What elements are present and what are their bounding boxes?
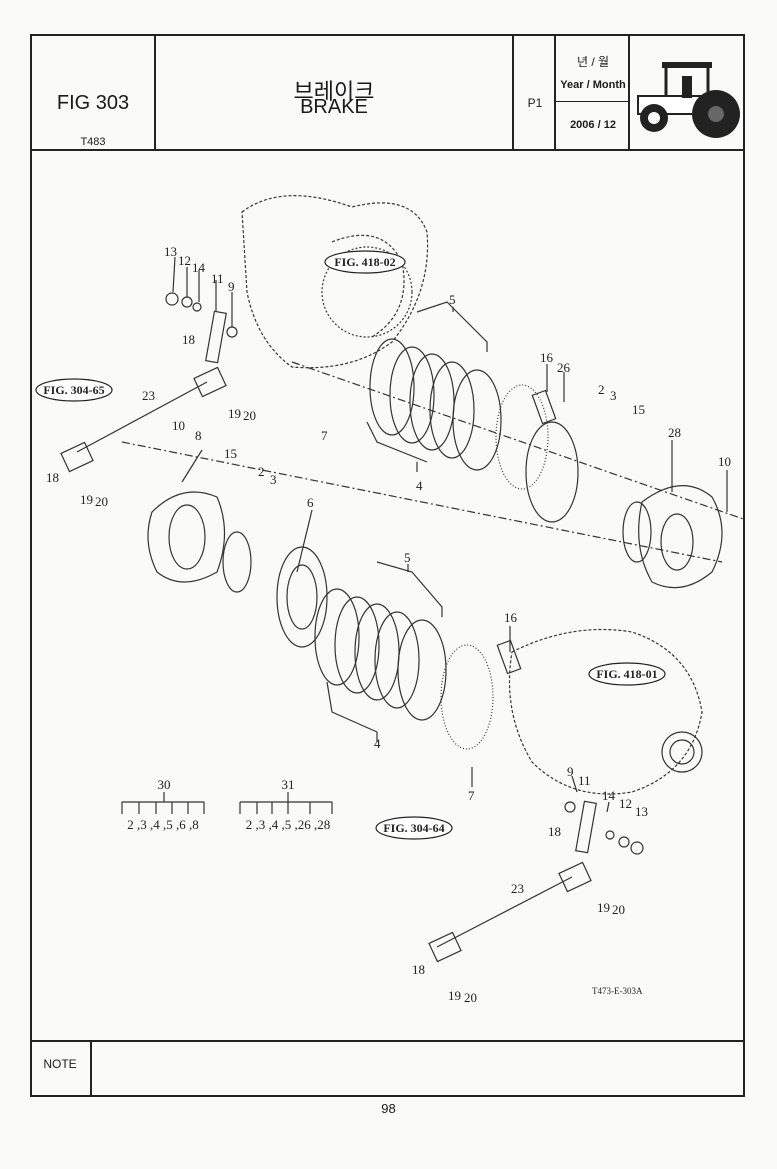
date-label-korean: 년 / 월 — [576, 55, 610, 69]
part-label: 4 — [416, 478, 423, 493]
fig-ref-418-01: FIG. 418-01 — [596, 667, 657, 681]
part-label: 20 — [464, 990, 477, 1005]
fig-cell — [30, 34, 156, 150]
part-label: 16 — [504, 610, 518, 625]
drawing-code: T473-E-303A — [592, 986, 643, 996]
part-label: 2 — [258, 464, 265, 479]
part-label: 18 — [46, 470, 59, 485]
part-label: 5 — [449, 292, 456, 307]
part-label: 12 — [619, 796, 632, 811]
part-label: 19 — [80, 492, 93, 507]
part-label: 10 — [718, 454, 731, 469]
part-label: 16 — [540, 350, 554, 365]
part-label: 11 — [578, 773, 591, 788]
date-separator — [556, 101, 630, 102]
part-label: 18 — [182, 332, 195, 347]
part-label: 13 — [635, 804, 648, 819]
fig-ref-304-65: FIG. 304-65 — [43, 383, 104, 397]
part-label: 14 — [192, 260, 206, 275]
part-label: 19 — [448, 988, 461, 1003]
figure-code: T483 — [80, 136, 106, 148]
part-label: 23 — [142, 388, 155, 403]
part-label: 7 — [321, 428, 328, 443]
group-number: 30 — [158, 777, 171, 792]
part-label: 20 — [95, 494, 108, 509]
part-label: 12 — [178, 253, 191, 268]
title-cell — [156, 34, 514, 150]
part-label: 14 — [602, 788, 616, 803]
note-cell-divider — [90, 1040, 92, 1097]
part-label: 15 — [224, 446, 237, 461]
note-label: NOTE — [43, 1057, 77, 1071]
part-label: 7 — [468, 788, 475, 803]
part-label: 2 — [598, 382, 605, 397]
part-label: 9 — [228, 279, 235, 294]
part-label: 19 — [228, 406, 241, 421]
page-number: 98 — [381, 1101, 396, 1116]
page-cell — [514, 34, 556, 150]
page-id: P1 — [527, 96, 543, 110]
part-label: 9 — [567, 764, 574, 779]
part-label: 11 — [211, 271, 224, 286]
part-label: 8 — [195, 428, 202, 443]
brake-exploded-diagram: FIG. 418-02 FIG. 304-65 FIG. 418-01 FIG.… — [35, 195, 744, 1005]
group-number: 31 — [282, 777, 295, 792]
date-cell — [556, 34, 630, 150]
part-label: 18 — [412, 962, 425, 977]
part-label: 23 — [511, 881, 524, 896]
part-label: 5 — [404, 550, 411, 565]
part-label: 28 — [668, 425, 681, 440]
title-english: BRAKE — [300, 96, 368, 118]
part-label: 10 — [172, 418, 185, 433]
part-label: 20 — [612, 902, 625, 917]
part-label: 18 — [548, 824, 561, 839]
tractor-icon — [637, 62, 740, 138]
part-label: 15 — [632, 402, 645, 417]
part-label: 26 — [557, 360, 571, 375]
group-parts: 2 ,3 ,4 ,5 ,6 ,8 — [127, 817, 199, 832]
date-label-english: Year / Month — [560, 79, 626, 91]
part-label: 3 — [610, 388, 617, 403]
page-frame — [30, 34, 745, 1097]
part-label: 6 — [307, 495, 314, 510]
part-label: 13 — [164, 244, 177, 259]
part-label: 19 — [597, 900, 610, 915]
fig-ref-418-02: FIG. 418-02 — [334, 255, 395, 269]
part-label: 20 — [243, 408, 256, 423]
figure-number: FIG 303 — [56, 92, 130, 114]
note-divider — [30, 1040, 745, 1042]
revision-date: 2006 / 12 — [570, 119, 616, 131]
part-label: 4 — [374, 736, 381, 751]
group-parts: 2 ,3 ,4 ,5 ,26 ,28 — [246, 817, 331, 832]
title-korean: 브레이크 — [293, 79, 375, 104]
part-label: 3 — [270, 472, 277, 487]
header-divider — [30, 149, 745, 151]
fig-ref-304-64: FIG. 304-64 — [383, 821, 444, 835]
